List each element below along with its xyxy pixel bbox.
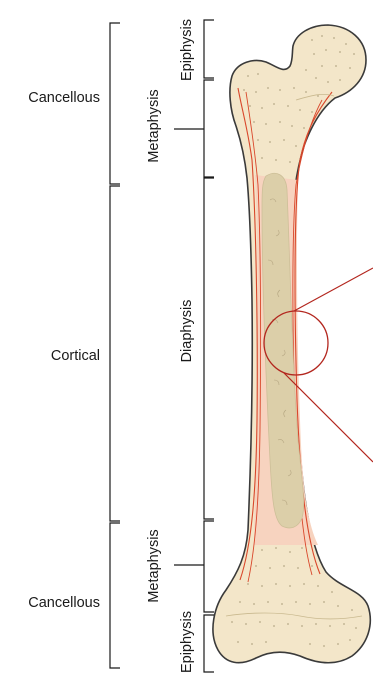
femur-illustration: [213, 25, 370, 663]
bracket-diaphysis: [204, 178, 214, 519]
label-epiphysis-bottom: Epiphysis: [179, 611, 195, 673]
bracket-cancellous-bottom: [110, 523, 120, 668]
magnifier-line-upper: [294, 268, 373, 311]
bracket-metaphysis-top: [204, 80, 214, 177]
label-metaphysis-bottom: Metaphysis: [146, 529, 162, 602]
bracket-metaphysis-bottom: [204, 521, 214, 612]
label-epiphysis-top: Epiphysis: [179, 19, 195, 81]
label-cortical: Cortical: [51, 348, 100, 364]
label-cancellous-top: Cancellous: [28, 90, 100, 106]
label-diaphysis: Diaphysis: [179, 300, 195, 363]
tissue-brackets: [110, 23, 120, 668]
label-metaphysis-top: Metaphysis: [146, 89, 162, 162]
bracket-cancellous-top: [110, 23, 120, 184]
label-cancellous-bottom: Cancellous: [28, 595, 100, 611]
bracket-epiphysis-top: [204, 20, 214, 78]
bracket-cortical: [110, 186, 120, 521]
